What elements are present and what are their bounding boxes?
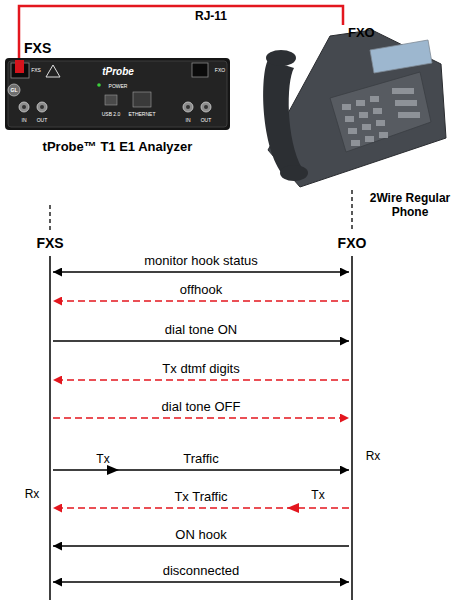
direction-arrowhead <box>287 503 299 513</box>
port-label: FXS <box>31 68 41 73</box>
device-label: FXO <box>338 235 367 251</box>
lifeline-dashed <box>351 190 352 231</box>
port-label: OUT <box>37 118 48 123</box>
bnc-connector <box>19 102 29 112</box>
message-arrow <box>53 340 349 342</box>
signal-name: Tx <box>96 453 109 465</box>
bnc-pin <box>40 105 44 109</box>
device-label: FXS <box>24 40 51 56</box>
usb-port <box>105 95 117 105</box>
message-label: monitor hook status <box>144 254 257 267</box>
handset-mouthpiece <box>280 165 308 181</box>
keypad-buttons <box>342 88 420 146</box>
rj11-plug <box>15 60 24 73</box>
port-label: FXO <box>215 68 225 73</box>
lifeline: FXS <box>47 205 53 600</box>
phone-handset <box>263 60 302 176</box>
cable-line <box>19 6 343 58</box>
lifeline-dashed <box>49 205 50 231</box>
bnc-connector <box>201 102 211 112</box>
message-arrow <box>53 417 349 419</box>
lifeline <box>351 256 353 600</box>
power-led <box>97 83 101 87</box>
device-label: FXO <box>348 26 375 41</box>
message-label: Tx Traffic <box>174 490 227 503</box>
port-label: ETHERNET <box>129 112 156 117</box>
message-label: disconnected <box>163 564 240 577</box>
message-arrow <box>53 379 349 381</box>
cable-name: RJ-11 <box>195 10 227 22</box>
device-caption: 2Wire Regular Phone <box>364 192 456 220</box>
bnc-connector <box>37 102 47 112</box>
message-arrow <box>53 581 349 583</box>
message-label: ON hook <box>175 528 226 541</box>
front-panel <box>8 61 227 127</box>
signal-name: Tx <box>311 489 324 501</box>
signal-name: Rx <box>25 488 40 500</box>
bnc-connector <box>183 102 193 112</box>
port-label: USB 2.0 <box>102 112 121 117</box>
signal-name: Rx <box>366 450 381 462</box>
brand-logo: tProbe <box>102 67 134 77</box>
message-arrow <box>53 300 349 302</box>
message-arrow <box>53 469 349 471</box>
warning-symbol <box>46 65 60 77</box>
phone-device: FXO2Wire Regular Phone <box>252 25 447 190</box>
device-label: FXS <box>36 235 63 251</box>
direction-arrowhead <box>107 465 119 475</box>
lifeline <box>49 256 51 600</box>
message-label: offhook <box>180 283 222 296</box>
port-label: IN <box>22 118 27 123</box>
led-label: POWER <box>109 84 128 89</box>
ethernet-port <box>133 92 151 107</box>
bnc-pin <box>204 105 208 109</box>
analyzer-device: FXStProbe™ T1 E1 Analyzer <box>5 58 230 130</box>
analyzer-body <box>5 58 230 130</box>
bnc-pin <box>22 105 26 109</box>
lifeline: FXO <box>349 205 355 600</box>
lcd-display <box>370 40 432 73</box>
message-label: dial tone ON <box>165 323 237 336</box>
rj11-jack <box>192 63 208 77</box>
message-label: dial tone OFF <box>162 400 241 413</box>
bnc-pin <box>186 105 190 109</box>
logo-text: GL <box>11 88 18 93</box>
keypad-panel <box>330 72 431 152</box>
logo-badge <box>8 84 20 96</box>
message-label: Tx dtmf digits <box>162 362 239 375</box>
message-arrow <box>53 545 349 547</box>
message-arrow <box>53 507 349 509</box>
message-label: Traffic <box>183 452 218 465</box>
port-label: OUT <box>201 118 212 123</box>
message-arrow <box>53 271 349 273</box>
device-caption: tProbe™ T1 E1 Analyzer <box>5 140 230 155</box>
handset-earpiece <box>266 50 296 66</box>
port-label: IN <box>186 118 191 123</box>
